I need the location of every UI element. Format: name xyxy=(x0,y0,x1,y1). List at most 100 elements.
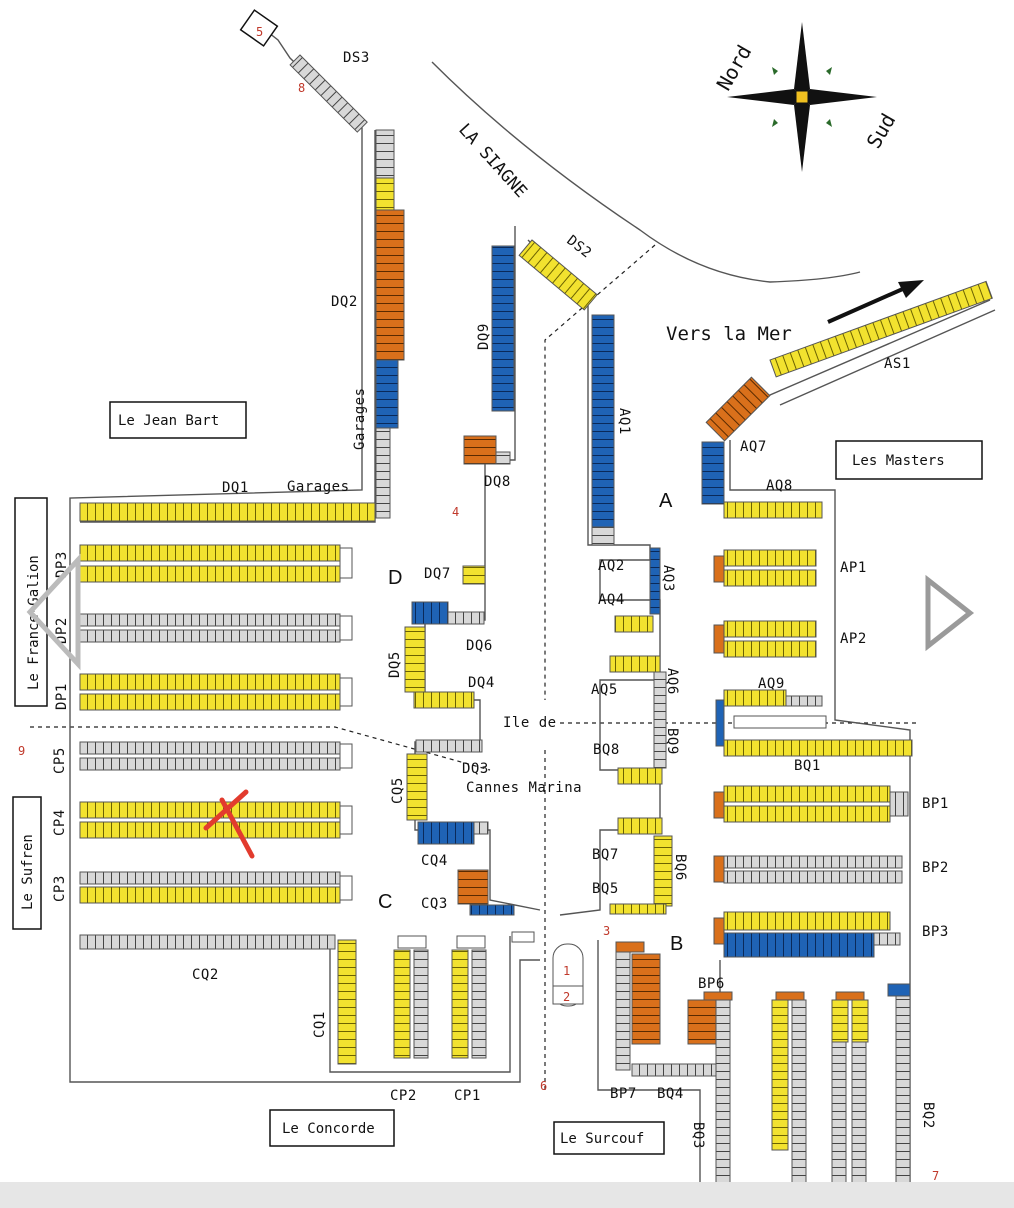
dock-garages-grey xyxy=(375,427,391,519)
label-AP1: AP1 xyxy=(840,560,867,576)
dock-south-2-grey-b xyxy=(851,1041,867,1201)
dock-AS1 xyxy=(769,280,993,378)
dock-BP1-orange xyxy=(713,791,725,819)
dock-AQ5 xyxy=(609,655,661,673)
dock-CP2-yellow xyxy=(393,949,411,1059)
zone-C: C xyxy=(378,891,392,913)
dock-AQ1-grey xyxy=(591,526,615,546)
pier-dashed xyxy=(544,244,656,700)
dock-island-jetty xyxy=(733,715,827,729)
building-masters: Les Masters xyxy=(835,440,983,480)
dock-AP1-top xyxy=(723,549,817,567)
garages-horizontal-label: Garages xyxy=(287,479,350,495)
label-CP2: CP2 xyxy=(390,1088,417,1104)
dock-AQ8 xyxy=(723,501,823,519)
label-BQ3: BQ3 xyxy=(690,1122,706,1149)
compass-rose-icon xyxy=(727,22,877,172)
dock-DQ2-grey xyxy=(375,129,395,179)
dock-south-2-top xyxy=(835,991,865,1001)
dock-south-2-yellow-b xyxy=(851,999,869,1043)
marker-5: 5 xyxy=(256,25,263,39)
dock-DP2-top xyxy=(79,613,341,627)
river-label: LA SIAGNE xyxy=(454,120,531,202)
label-BQ1: BQ1 xyxy=(794,758,821,774)
dock-CP1-yellow xyxy=(451,949,469,1059)
dock-AP1-orange xyxy=(713,555,725,583)
zone-D: D xyxy=(388,567,402,589)
label-DQ5: DQ5 xyxy=(387,651,403,678)
label-CQ4: CQ4 xyxy=(421,853,448,869)
label-BQ7: BQ7 xyxy=(592,847,619,863)
svg-text:Le Jean Bart: Le Jean Bart xyxy=(118,413,219,429)
building-sufren: Le Sufren xyxy=(12,796,42,930)
chevron-right-icon xyxy=(925,574,975,652)
dock-CP2-head xyxy=(397,935,427,949)
label-BP3: BP3 xyxy=(922,924,949,940)
svg-text:Le France-Galion: Le France-Galion xyxy=(26,555,42,690)
label-DQ9: DQ9 xyxy=(476,323,492,350)
label-BQ6: BQ6 xyxy=(672,854,688,881)
dock-BP1-grey xyxy=(889,791,909,817)
label-BQ2: BQ2 xyxy=(920,1102,936,1129)
road-north-west-inner xyxy=(80,130,511,1073)
dock-CP3-bottom xyxy=(79,886,341,904)
label-DQ8: DQ8 xyxy=(484,474,511,490)
label-BP7: BP7 xyxy=(610,1086,637,1102)
dock-BQ2-grey xyxy=(895,995,911,1201)
dock-BP7-grey xyxy=(615,951,631,1071)
label-CP3: CP3 xyxy=(52,875,68,902)
harbour-office-2 xyxy=(552,985,584,1005)
dock-CQ5 xyxy=(406,753,428,821)
dock-BQ5 xyxy=(609,903,667,915)
label-DQ7: DQ7 xyxy=(424,566,451,582)
dock-DQ5 xyxy=(404,626,426,693)
dock-BQ4-grey xyxy=(631,1063,717,1077)
compass-north-label: Nord xyxy=(712,41,757,95)
dock-DS3 xyxy=(239,9,368,133)
svg-text:Les Masters: Les Masters xyxy=(852,453,945,469)
dock-AQ7-orange xyxy=(705,376,771,442)
dock-BQ3-grey xyxy=(715,999,731,1201)
label-BP1: BP1 xyxy=(922,796,949,812)
label-BQ4: BQ4 xyxy=(657,1086,684,1102)
dock-BP1-bottom xyxy=(723,805,891,823)
marker-8: 8 xyxy=(298,81,305,95)
marker-7: 7 xyxy=(932,1169,939,1183)
dock-DQ6-blue xyxy=(411,601,449,625)
label-DQ1: DQ1 xyxy=(222,480,249,496)
dock-south-1-yellow xyxy=(771,999,789,1151)
dock-BQ2-blue xyxy=(887,983,911,997)
bottom-gradient xyxy=(0,1182,1014,1208)
dock-AP2-orange xyxy=(713,624,725,654)
zone-B: B xyxy=(670,933,683,955)
dock-DP1-bottom xyxy=(79,693,341,711)
dock-BP7-orange xyxy=(631,953,661,1045)
dock-DP2-end xyxy=(339,615,353,641)
dock-BP3-top xyxy=(723,911,891,931)
previous-image-button[interactable] xyxy=(26,553,81,671)
dock-CQ1 xyxy=(337,939,357,1065)
dock-CP5-bottom xyxy=(79,757,341,771)
dock-BQ8 xyxy=(617,767,663,785)
next-image-button[interactable] xyxy=(925,574,975,652)
dock-BQ7 xyxy=(617,817,663,835)
center-label-1: Ile de xyxy=(503,715,557,731)
label-CQ5: CQ5 xyxy=(390,777,406,804)
label-DQ4: DQ4 xyxy=(468,675,495,691)
label-BP2: BP2 xyxy=(922,860,949,876)
dock-AQ9-blue xyxy=(715,699,725,747)
label-AQ7: AQ7 xyxy=(740,439,767,455)
dock-CP5-top xyxy=(79,741,341,755)
dock-AQ9 xyxy=(723,689,787,707)
label-BP6: BP6 xyxy=(698,976,725,992)
label-CP1: CP1 xyxy=(454,1088,481,1104)
garages-vertical-label: Garages xyxy=(352,387,368,450)
label-AS1: AS1 xyxy=(884,356,911,372)
dock-BQ6 xyxy=(653,835,673,907)
label-DQ3: DQ3 xyxy=(462,761,489,777)
dock-DP1-end xyxy=(339,677,353,707)
dock-BP2-top xyxy=(723,855,903,869)
dock-CP5-end xyxy=(339,743,353,769)
dock-CP3-top xyxy=(79,871,341,885)
